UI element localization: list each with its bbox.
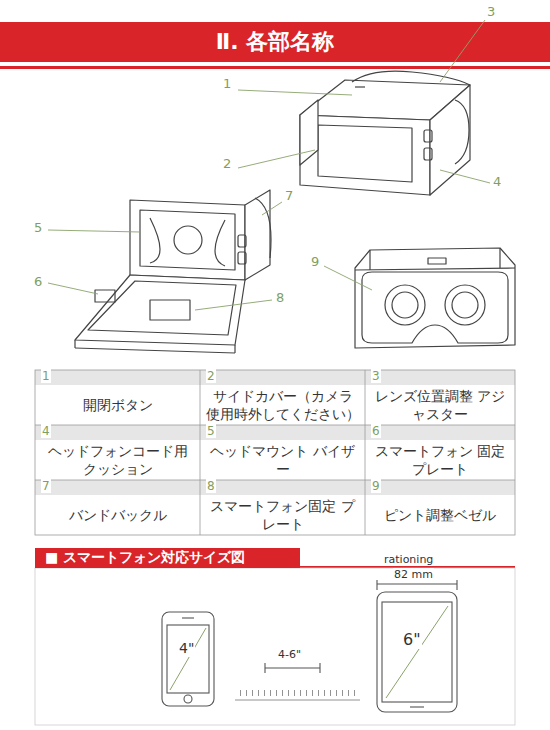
table-number: 7 [41, 479, 51, 493]
table-number: 1 [41, 369, 51, 383]
title-rule [0, 66, 550, 69]
dimension: 82 mm [393, 568, 434, 581]
size-chart [35, 566, 515, 725]
table-number: 4 [41, 424, 51, 438]
callout-number: 4 [492, 174, 502, 190]
callout-number: 7 [284, 188, 294, 204]
size-range: 4-6" [277, 648, 302, 661]
callout-number: 9 [310, 254, 320, 270]
callout-number: 2 [222, 156, 232, 172]
size-label: 6" [402, 630, 422, 649]
parts-table [35, 370, 515, 535]
table-number: 6 [371, 424, 381, 438]
dimension-label: rationing [383, 553, 434, 566]
part-name: ヘッドフォンコード用 クッション [39, 440, 196, 480]
part-name: ピント調整ベゼル [369, 495, 511, 535]
table-number: 9 [371, 479, 381, 493]
table-number: 8 [206, 479, 216, 493]
size-label: 4" [178, 640, 195, 657]
part-name: スマートフォン 固定プレート [369, 440, 511, 480]
headset-drawings [75, 71, 515, 353]
page-title: Ⅱ. 各部名称 [0, 22, 550, 62]
callout-number: 3 [486, 4, 496, 20]
table-number: 2 [206, 369, 216, 383]
part-name: サイドカバー（カメラ 使用時外してください） [204, 385, 361, 425]
callout-number: 6 [33, 274, 43, 290]
table-number: 5 [206, 424, 216, 438]
part-name: レンズ位置調整 アジャスター [369, 385, 511, 425]
part-name: ヘッドマウント バイザー [204, 440, 361, 480]
table-number: 3 [371, 369, 381, 383]
leader-lines [48, 20, 490, 310]
callout-number: 5 [33, 220, 43, 236]
section-band: ■ スマートフォン対応サイズ図 [35, 548, 300, 568]
title-band [0, 22, 550, 62]
section-heading: ■ スマートフォン対応サイズ図 [45, 549, 245, 567]
part-name: バンドバックル [39, 495, 196, 535]
callout-number: 1 [222, 76, 232, 92]
part-name: 開閉ボタン [39, 385, 196, 425]
callout-number: 8 [275, 290, 285, 306]
part-name: スマートフォン固定 プレート [204, 495, 361, 535]
